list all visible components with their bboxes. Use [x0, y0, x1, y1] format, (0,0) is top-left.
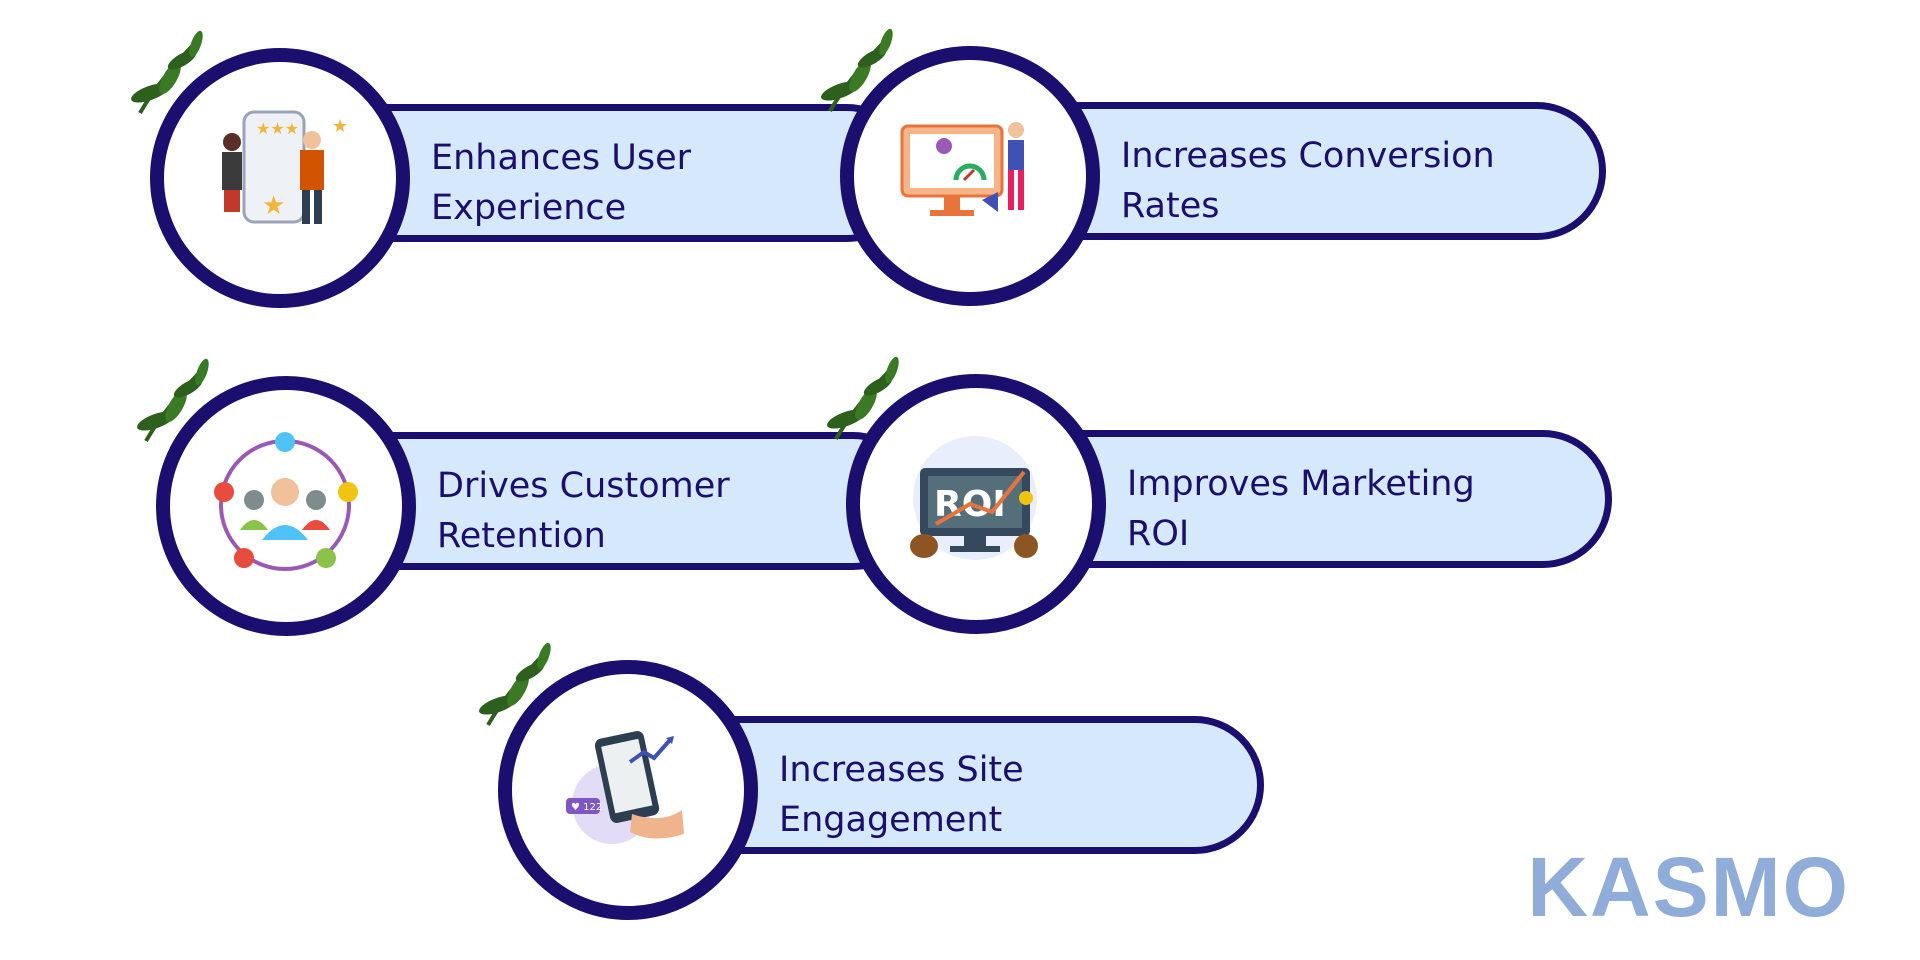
benefit-card-roi: Improves Marketing ROI ROI	[827, 356, 1636, 636]
benefit-label: Improves Marketing ROI	[1127, 464, 1475, 554]
benefit-pill: Improves Marketing ROI	[1046, 430, 1612, 568]
svg-text:★★★: ★★★	[256, 119, 299, 138]
leaf-decoration-icon	[479, 642, 551, 726]
user-experience-rating-icon: ★★★ ★ ★	[222, 110, 348, 224]
benefit-pill: Increases Conversion Rates	[1040, 102, 1606, 240]
mobile-engagement-icon: ♥ 122	[566, 731, 684, 844]
benefit-icon-circle	[840, 46, 1100, 306]
benefit-icon-circle: ♥ 122	[498, 660, 758, 920]
leaf-decoration-icon	[137, 358, 209, 442]
svg-text:★: ★	[332, 116, 348, 137]
leaf-decoration-icon	[131, 30, 203, 114]
benefit-icon-circle: ROI	[846, 374, 1106, 634]
benefit-label: Increases Site Engagement	[779, 750, 1024, 840]
benefit-label: Enhances User Experience	[431, 138, 692, 228]
svg-text:♥ 122: ♥ 122	[571, 802, 602, 813]
roi-monitor-icon: ROI	[910, 436, 1038, 560]
svg-text:★: ★	[262, 191, 285, 221]
benefit-label: Increases Conversion Rates	[1121, 136, 1495, 226]
benefit-card-conversion: Increases Conversion Rates	[821, 28, 1630, 308]
benefit-pill: Increases Site Engagement	[698, 716, 1264, 854]
brand-logo: KASMO	[1527, 840, 1850, 934]
leaf-decoration-icon	[827, 356, 899, 440]
conversion-dashboard-icon	[900, 122, 1024, 216]
benefit-card-retention: Drives Customer Retention	[137, 358, 946, 638]
benefit-pill: Drives Customer Retention	[356, 432, 922, 570]
benefit-card-engagement: Increases Site Engagement ♥ 122	[479, 642, 1288, 922]
benefit-icon-circle	[156, 376, 416, 636]
benefit-pill: Enhances User Experience	[350, 104, 916, 242]
leaf-decoration-icon	[821, 28, 893, 112]
customer-network-icon	[214, 432, 358, 571]
benefit-label: Drives Customer Retention	[437, 466, 730, 556]
benefit-card-user-experience: Enhances User Experience ★★★ ★ ★	[131, 30, 940, 310]
benefit-icon-circle: ★★★ ★ ★	[150, 48, 410, 308]
